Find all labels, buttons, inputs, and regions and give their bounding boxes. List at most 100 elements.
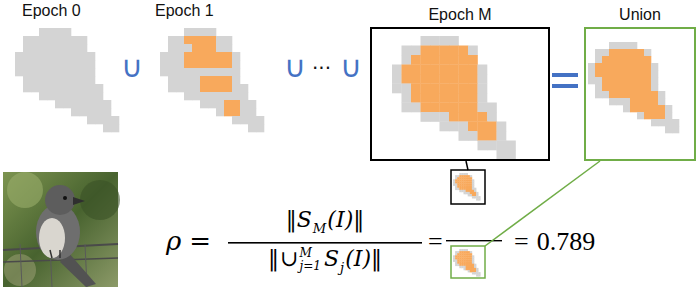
mask-pixel bbox=[55, 68, 63, 76]
mask-pixel bbox=[470, 257, 472, 259]
mask-pixel bbox=[459, 177, 461, 179]
mask-pixel bbox=[31, 84, 39, 92]
mask-pixel bbox=[609, 77, 616, 84]
mask-pixel bbox=[224, 76, 232, 84]
label-text: ‖S bbox=[286, 209, 312, 231]
mask-pixel bbox=[464, 264, 466, 266]
mask-pixel bbox=[184, 36, 192, 44]
mask-pixel bbox=[474, 194, 476, 196]
mask-pixel bbox=[466, 268, 468, 270]
mask-pixel bbox=[644, 63, 651, 70]
mask-pixel bbox=[455, 184, 457, 186]
mask-pixel bbox=[31, 68, 39, 76]
mask-pixel bbox=[23, 76, 31, 84]
mask-pixel bbox=[402, 65, 412, 75]
mask-pixel bbox=[472, 190, 474, 192]
mask-pixel bbox=[39, 68, 47, 76]
mask-pixel bbox=[248, 108, 256, 116]
mask-pixel bbox=[665, 126, 672, 133]
mask-pixel bbox=[421, 65, 431, 75]
mask-pixel bbox=[476, 274, 478, 276]
mask-pixel bbox=[208, 68, 216, 76]
mask-pixel bbox=[466, 184, 468, 186]
mask-pixel bbox=[459, 186, 461, 188]
mask-pixel bbox=[609, 42, 616, 49]
mask-pixel bbox=[588, 63, 595, 70]
mask-pixel bbox=[392, 74, 402, 84]
mask-pixel bbox=[644, 70, 651, 77]
mask-pixel bbox=[200, 60, 208, 68]
mask-pixel bbox=[430, 103, 440, 113]
mask-pixel bbox=[168, 60, 176, 68]
mask-pixel bbox=[457, 184, 459, 186]
mask-pixel bbox=[476, 192, 478, 194]
epoch-label: Epoch 1 bbox=[155, 3, 214, 19]
mask-pixel bbox=[472, 266, 474, 268]
mask-pixel bbox=[23, 44, 31, 52]
mask-pixel bbox=[455, 257, 457, 259]
mask-pixel bbox=[602, 77, 609, 84]
mask-pixel bbox=[184, 68, 192, 76]
mask-pixel bbox=[455, 186, 457, 188]
mask-pixel bbox=[455, 188, 457, 190]
mask-pixel bbox=[595, 70, 602, 77]
mask-pixel bbox=[464, 179, 466, 181]
mask-pixel bbox=[55, 36, 63, 44]
mask-pixel bbox=[466, 175, 468, 177]
mask-pixel bbox=[240, 116, 248, 124]
mask-pixel bbox=[411, 65, 421, 75]
mask-pixel bbox=[200, 68, 208, 76]
mask-pixel bbox=[472, 257, 474, 259]
mask-pixel bbox=[232, 52, 240, 60]
mask-pixel bbox=[472, 262, 474, 264]
mask-pixel bbox=[457, 251, 459, 253]
mask-pixel bbox=[476, 196, 478, 198]
mask-pixel bbox=[470, 188, 472, 190]
mask-pixel bbox=[630, 105, 637, 112]
mask-pixel bbox=[623, 84, 630, 91]
mask-pixel bbox=[466, 260, 468, 262]
mask-pixel bbox=[63, 84, 71, 92]
mask-pixel bbox=[602, 56, 609, 63]
mask-pixel bbox=[208, 100, 216, 108]
mask-pixel bbox=[457, 260, 459, 262]
mask-pixel bbox=[79, 60, 87, 68]
mask-pixel bbox=[468, 55, 478, 65]
mask-pixel bbox=[455, 253, 457, 255]
mask-pixel bbox=[637, 49, 644, 56]
mask-pixel bbox=[39, 92, 47, 100]
leader-line bbox=[466, 161, 468, 170]
limits: Mj=1 bbox=[299, 247, 321, 272]
mask-pixel bbox=[430, 93, 440, 103]
mask-pixel bbox=[200, 28, 208, 36]
mask-pixel bbox=[459, 262, 461, 264]
mask-pixel bbox=[468, 184, 470, 186]
mask-pixel bbox=[55, 92, 63, 100]
mask-pixel bbox=[461, 175, 463, 177]
mask-pixel bbox=[224, 44, 232, 52]
mask-pixel bbox=[461, 186, 463, 188]
mask-pixel bbox=[461, 173, 463, 175]
mask-pixel bbox=[461, 177, 463, 179]
mask-pixel bbox=[411, 93, 421, 103]
mask-pixel bbox=[644, 56, 651, 63]
mask-pixel bbox=[468, 65, 478, 75]
mask-pixel bbox=[168, 52, 176, 60]
mask-pixel bbox=[430, 112, 440, 122]
mask-pixel bbox=[71, 76, 79, 84]
mask-pixel bbox=[111, 124, 119, 132]
mask-pixel bbox=[440, 55, 450, 65]
mask-pixel bbox=[609, 56, 616, 63]
mask-pixel bbox=[595, 63, 602, 70]
label-text: ∪ bbox=[340, 52, 362, 82]
mask-pixel bbox=[256, 124, 264, 132]
mask-pixel bbox=[478, 274, 480, 276]
mask-pixel bbox=[595, 84, 602, 91]
mask-pixel bbox=[476, 272, 478, 274]
mask-pixel bbox=[224, 84, 232, 92]
mask-pixel bbox=[453, 179, 455, 181]
mask-pixel bbox=[453, 260, 455, 262]
index-text: j=1 bbox=[299, 260, 321, 273]
mask-pixel bbox=[487, 122, 497, 132]
